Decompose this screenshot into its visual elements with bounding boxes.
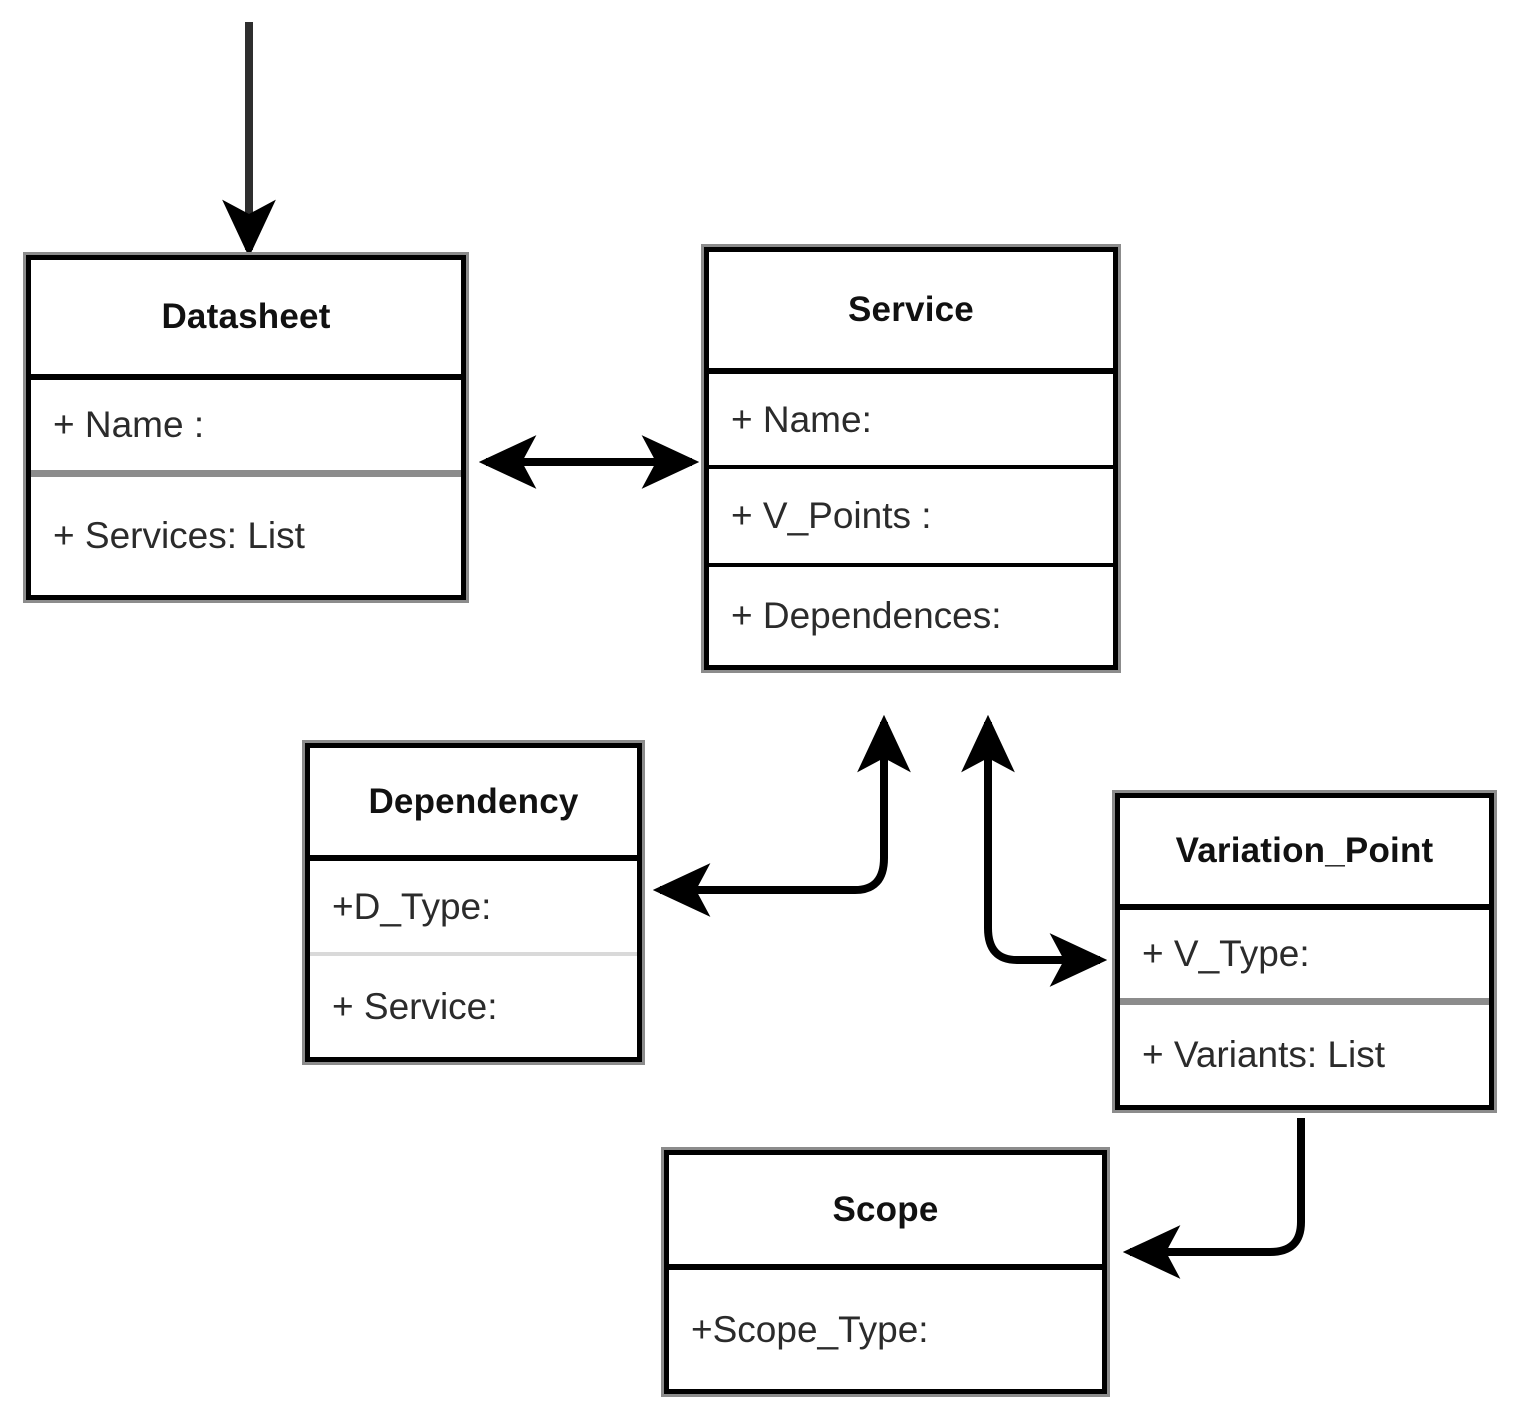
class-attribute-row: +Scope_Type: [691,1308,929,1350]
connector-dependency-service [652,714,911,917]
connector-variationpoint-scope [1122,1118,1305,1279]
class-title-variation-point: Variation_Point [1120,798,1489,910]
class-attribute-row: + Service: [332,985,498,1027]
class-attribute-row: + Dependences: [731,595,1002,636]
class-attribute-row: + Services: List [53,515,305,556]
class-title-dependency: Dependency [310,748,637,861]
connector-variationpoint-service [961,714,1108,987]
class-title-scope: Scope [669,1155,1102,1270]
class-attribute-row: +D_Type: [310,861,637,956]
class-title-service: Service [709,252,1113,374]
class-attribute-row: + Name : [31,380,461,477]
class-box-service[interactable]: Service + Name: + V_Points : + Dependenc… [701,244,1121,673]
class-box-scope[interactable]: Scope +Scope_Type: [661,1147,1110,1397]
class-attribute-row: + V_Points : [709,469,1113,567]
class-box-dependency[interactable]: Dependency +D_Type: + Service: [302,740,645,1065]
class-attribute-row: + Variants: List [1142,1034,1386,1075]
class-box-datasheet[interactable]: Datasheet + Name : + Services: List [23,252,469,603]
class-attribute-row: + Name: [709,374,1113,469]
class-title-datasheet: Datasheet [31,260,461,380]
class-attribute-row: + V_Type: [1120,910,1489,1005]
class-box-variation-point[interactable]: Variation_Point + V_Type: + Variants: Li… [1112,790,1497,1113]
